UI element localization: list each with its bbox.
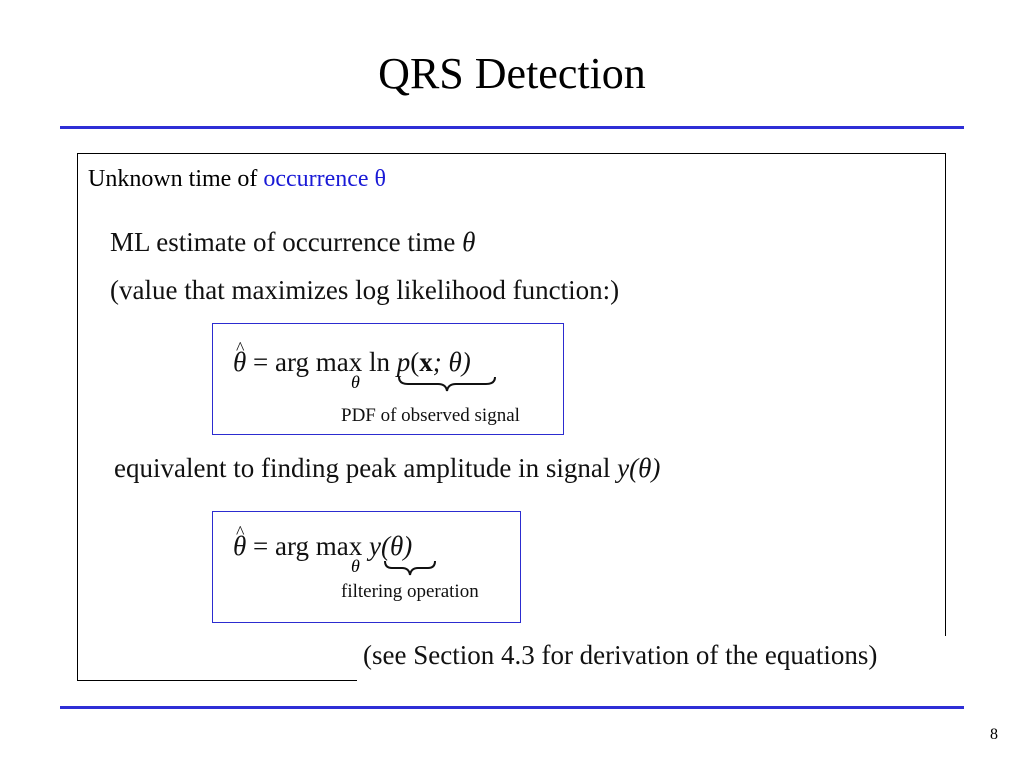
ml-estimate-var: θ bbox=[462, 227, 476, 257]
slide-title: QRS Detection bbox=[378, 49, 646, 98]
likelihood-line: (value that maximizes log likelihood fun… bbox=[110, 275, 620, 305]
intro-line: Unknown time of occurrence θ bbox=[88, 164, 386, 194]
pdf-rest: ; θ) bbox=[432, 347, 471, 377]
argmax-operator: arg max ln bbox=[275, 347, 397, 377]
theta-hat: θ bbox=[233, 516, 246, 562]
theta-hat: θ bbox=[233, 332, 246, 378]
open-paren: ( bbox=[410, 347, 420, 377]
argmax-subscript: θ bbox=[351, 556, 360, 576]
filter-output: y(θ) bbox=[368, 531, 413, 561]
derivation-note: (see Section 4.3 for derivation of the e… bbox=[363, 640, 878, 670]
intro-accent: occurrence θ bbox=[263, 166, 387, 192]
equals-sign: = bbox=[246, 347, 275, 377]
argmax-subscript: θ bbox=[351, 372, 360, 392]
signal-vector: x bbox=[419, 347, 433, 377]
footer-divider bbox=[60, 706, 964, 709]
ml-estimate-text: ML estimate of occurrence time bbox=[110, 227, 463, 257]
equals-sign: = bbox=[246, 531, 275, 561]
peak-amplitude-text: equivalent to finding peak amplitude in … bbox=[114, 453, 618, 483]
underbrace-pdf bbox=[398, 376, 496, 392]
pdf-label: PDF of observed signal bbox=[341, 405, 520, 426]
argmax-operator: arg max bbox=[275, 531, 369, 561]
peak-amplitude-line: equivalent to finding peak amplitude in … bbox=[114, 452, 660, 484]
equation-box-pdf bbox=[212, 323, 564, 435]
ml-estimate-line: ML estimate of occurrence time θ bbox=[110, 226, 475, 258]
filter-label: filtering operation bbox=[341, 581, 479, 602]
equation-filter: θ = arg max y(θ) bbox=[233, 516, 413, 562]
title-divider bbox=[60, 126, 964, 129]
pdf-function: p bbox=[396, 347, 411, 377]
underbrace-filter bbox=[384, 560, 436, 576]
note-background bbox=[357, 636, 947, 686]
page-number: 8 bbox=[990, 726, 998, 743]
equation-box-filter bbox=[212, 511, 521, 623]
equation-pdf: θ = arg max ln p(x; θ) bbox=[233, 332, 471, 378]
intro-prefix: Unknown time of bbox=[88, 166, 264, 192]
peak-amplitude-var: y(θ) bbox=[617, 453, 661, 483]
